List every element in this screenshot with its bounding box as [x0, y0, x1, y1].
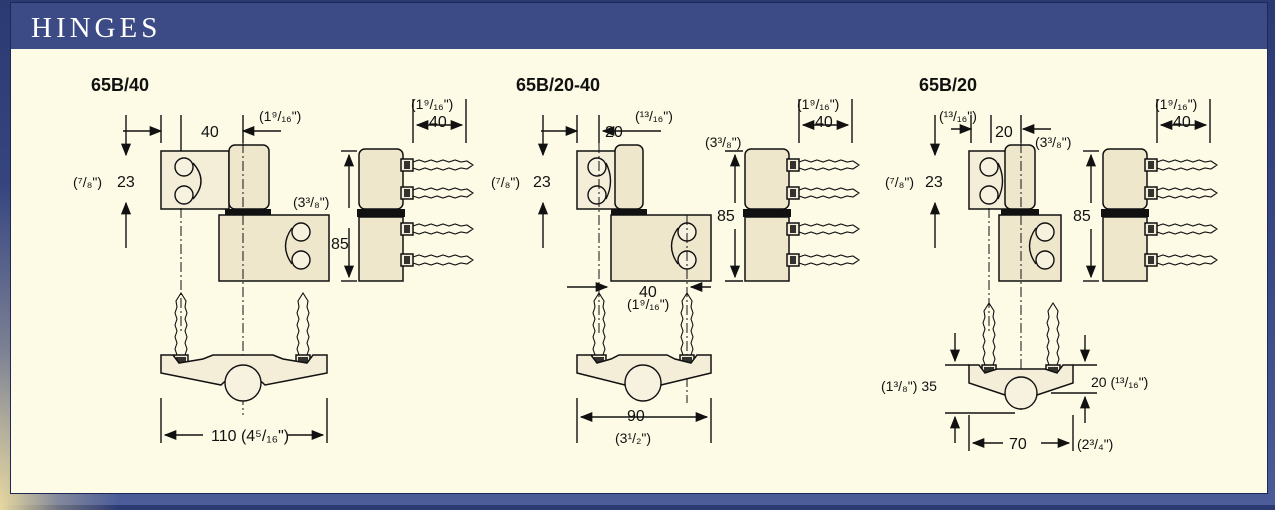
- hinge-model-label: 65B/40: [91, 75, 149, 95]
- dim-height-inch: (3³/₈"): [705, 134, 741, 150]
- dim-hole-spacing: 23: [533, 174, 551, 191]
- dim-top-width: 40: [201, 124, 219, 141]
- dim-base-width: 110 (4⁵/₁₆"): [211, 428, 289, 445]
- hinge-65b-20: 65B/20 (¹³/₁₆") 20 (⁷/₈") 23: [881, 75, 1218, 453]
- dim-side-width: 40: [815, 114, 833, 131]
- dim-base-width-inch: (2³/₄"): [1077, 436, 1113, 452]
- dim-height-inch: (3³/₈"): [1035, 134, 1071, 150]
- dim-base-height-right: 20 (¹³/₁₆"): [1091, 374, 1148, 390]
- dim-side-width: 40: [429, 114, 447, 131]
- hinges-panel: HINGES 65B/40: [10, 2, 1268, 494]
- dim-side-width-inch: (1⁹/₁₆"): [797, 96, 839, 112]
- dim-base-height-left: (1³/₈") 35: [881, 378, 937, 394]
- dim-top-width-inch: (¹³/₁₆"): [939, 108, 977, 124]
- dim-base-width-inch: (3¹/₂"): [615, 430, 651, 446]
- hinge-65b-20-40: 65B/20-40 20 (¹³/₁₆") (⁷/₈") 23: [491, 75, 860, 446]
- dim-height: 85: [331, 236, 349, 253]
- dim-hole-spacing: 23: [117, 174, 135, 191]
- dim-hole-spacing-inch: (⁷/₈"): [885, 174, 914, 190]
- hinge-drawings: 65B/40 40 (1⁹/₁₆") (⁷/₈") 23: [73, 75, 1218, 453]
- hinge-model-label: 65B/20-40: [516, 75, 600, 95]
- dim-side-width: 40: [1173, 114, 1191, 131]
- section-title: HINGES: [31, 12, 162, 44]
- dim-top-width-inch: (¹³/₁₆"): [635, 108, 673, 124]
- dim-top-width: 20: [995, 124, 1013, 141]
- dim-lower-width-inch: (1⁹/₁₆"): [627, 296, 669, 312]
- hinge-65b-40: 65B/40 40 (1⁹/₁₆") (⁷/₈") 23: [73, 75, 474, 445]
- dim-base-width: 90: [627, 408, 645, 425]
- dim-top-width-inch: (1⁹/₁₆"): [259, 108, 301, 124]
- dim-hole-spacing: 23: [925, 174, 943, 191]
- dim-hole-spacing-inch: (⁷/₈"): [73, 174, 102, 190]
- section-header: HINGES: [11, 3, 1267, 49]
- hinge-model-label: 65B/20: [919, 75, 977, 95]
- dim-base-width: 70: [1009, 436, 1027, 453]
- dim-side-width-inch: (1⁹/₁₆"): [1155, 96, 1197, 112]
- dim-lower-width: 40: [639, 284, 657, 301]
- dim-height: 85: [717, 208, 735, 225]
- dim-height: 85: [1073, 208, 1091, 225]
- dim-height-inch: (3³/₈"): [293, 194, 329, 210]
- dim-top-width: 20: [605, 124, 623, 141]
- dim-hole-spacing-inch: (⁷/₈"): [491, 174, 520, 190]
- dim-side-width-inch: (1⁹/₁₆"): [411, 96, 453, 112]
